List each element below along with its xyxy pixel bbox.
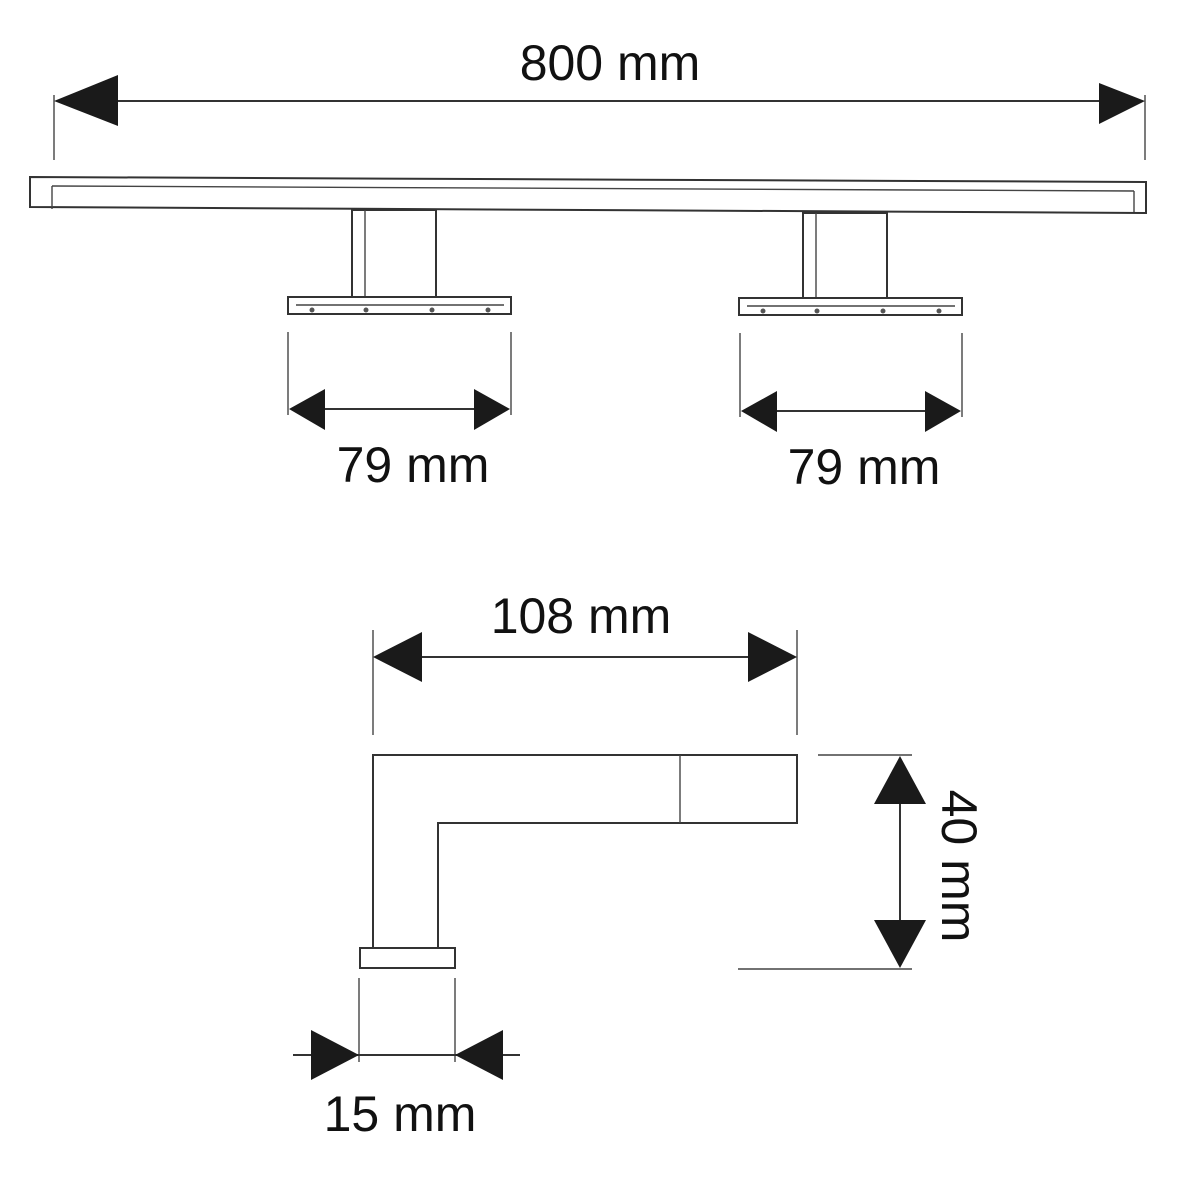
arrowhead-right [748,632,797,682]
right-base-led [814,308,820,314]
right-base-led [880,308,886,314]
left-base-led [309,307,315,313]
right-bracket-stem [802,212,888,300]
arrowhead-left [741,391,777,432]
right-base-width-label: 79 mm [788,439,941,495]
left-base-width-label: 79 mm [337,437,490,493]
right-base-led [936,308,942,314]
left-mounting-bracket [287,209,512,315]
left-base-led [363,307,369,313]
side-depth-label: 108 mm [491,588,672,644]
arrowhead-right [455,1030,503,1080]
light-bar-outline [29,175,1147,215]
arrowhead-top [874,756,926,804]
arrowhead-right [1099,83,1145,124]
left-base-width-dimension: 79 mm [287,332,512,493]
arrowhead-left [373,632,422,682]
side-base-plate [359,947,456,969]
base-thickness-label: 15 mm [324,1086,477,1142]
side-height-label: 40 mm [931,790,987,943]
arrowhead-bottom [874,920,926,968]
right-mounting-bracket [738,212,963,316]
left-base-led [485,307,491,313]
right-base-led [760,308,766,314]
arrowhead-right [474,389,510,430]
arrowhead-left [311,1030,359,1080]
arrowhead-left [289,389,325,430]
side-depth-dimension: 108 mm [372,588,798,735]
arrowhead-right [925,391,961,432]
overall-length-dimension: 800 mm [53,35,1146,160]
base-thickness-dimension: 15 mm [293,978,520,1142]
l-bracket-profile [372,754,798,949]
overall-length-label: 800 mm [520,35,701,91]
side-view: 108 mm 40 mm 15 mm [293,588,987,1142]
left-base-led [429,307,435,313]
light-bar [29,175,1147,215]
side-profile [359,754,798,969]
arrowhead-left [54,75,118,126]
light-bar-top-edge [51,185,1135,192]
side-height-dimension: 40 mm [738,754,987,970]
front-view: 800 mm [29,35,1147,495]
right-base-width-dimension: 79 mm [739,333,963,495]
